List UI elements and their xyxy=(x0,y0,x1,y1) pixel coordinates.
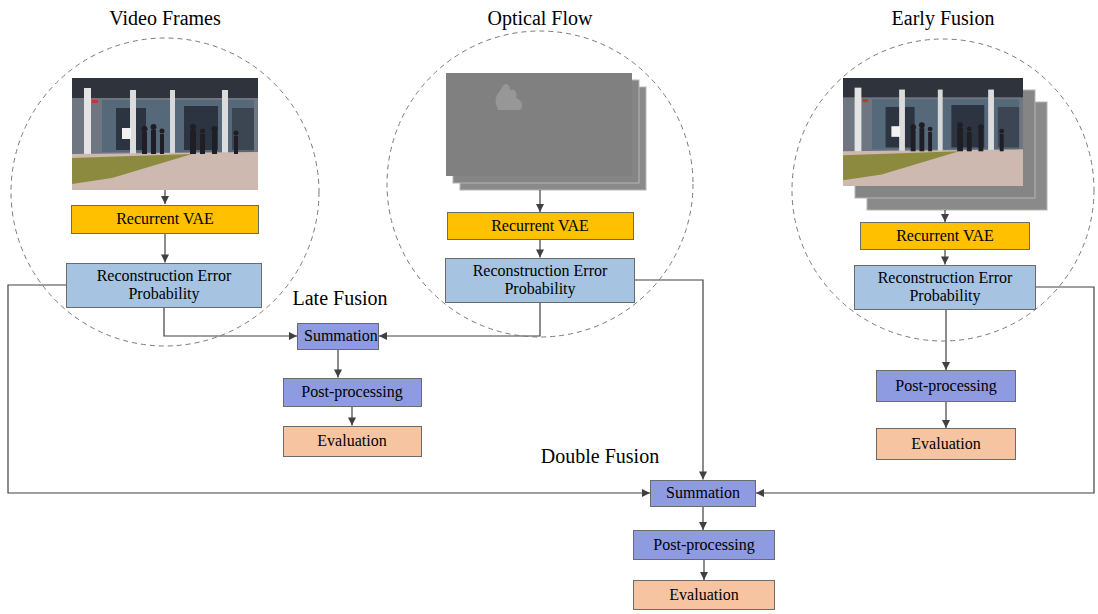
process-box: Post-processing xyxy=(633,530,775,560)
arrow-connector xyxy=(351,407,352,426)
box-label: Post-processing xyxy=(653,536,754,554)
group-heading: Optical Flow xyxy=(386,7,694,30)
process-box: Evaluation xyxy=(633,580,775,610)
process-box: Evaluation xyxy=(876,428,1016,460)
arrow-connector xyxy=(539,240,540,258)
box-label: Summation xyxy=(304,327,372,345)
input-group-circle: Optical FlowRecurrent VAEReconstruction … xyxy=(386,30,694,338)
dashed-circle-outline xyxy=(792,39,1094,341)
box-label: Evaluation xyxy=(317,432,386,450)
process-box: Summation xyxy=(297,323,379,350)
image-arrow xyxy=(164,190,165,204)
arrow-connector xyxy=(945,310,946,371)
group-heading: Early Fusion xyxy=(791,7,1095,30)
early-fusion-image xyxy=(843,78,1047,210)
dashed-circle-outline xyxy=(387,31,693,337)
box-label: Reconstruction Error Probability xyxy=(861,269,1029,306)
arrow-connector xyxy=(945,402,946,428)
optical-flow-image xyxy=(446,73,646,190)
arrow-connector xyxy=(702,507,703,531)
fusion-label: Double Fusion xyxy=(541,445,659,468)
box-label: Recurrent VAE xyxy=(896,227,994,245)
box-label: Reconstruction Error Probability xyxy=(452,262,628,299)
box-label: Evaluation xyxy=(669,586,738,604)
process-box: Recurrent VAE xyxy=(860,222,1030,250)
box-label: Recurrent VAE xyxy=(116,210,214,228)
process-box: Recurrent VAE xyxy=(447,212,634,240)
video-frame-image xyxy=(72,78,258,190)
fusion-label: Late Fusion xyxy=(293,287,388,310)
dashed-circle-outline xyxy=(11,38,319,346)
image-arrow xyxy=(539,190,540,212)
box-label: Post-processing xyxy=(895,377,996,395)
flow-layer xyxy=(446,73,632,176)
input-group-circle: Early FusionRecurrent VAEReconstruction … xyxy=(791,38,1095,342)
flow-blob xyxy=(496,84,522,110)
box-label: Summation xyxy=(666,484,740,502)
arrow-connector xyxy=(164,234,165,263)
image-arrow xyxy=(944,210,945,222)
box-label: Reconstruction Error Probability xyxy=(73,267,255,304)
fusion-photo xyxy=(843,78,1023,186)
arrow-connector xyxy=(703,560,704,580)
process-box: Summation xyxy=(650,480,756,507)
arrow-connector xyxy=(756,287,1094,493)
process-box: Post-processing xyxy=(876,370,1016,402)
arrow-connector xyxy=(337,350,338,378)
process-box: Reconstruction Error Probability xyxy=(445,258,635,303)
process-box: Recurrent VAE xyxy=(71,205,259,234)
box-label: Post-processing xyxy=(301,383,402,401)
process-box: Reconstruction Error Probability xyxy=(854,265,1036,310)
process-box: Post-processing xyxy=(283,378,422,407)
process-box: Evaluation xyxy=(283,426,422,457)
process-box: Reconstruction Error Probability xyxy=(66,263,262,308)
input-group-circle: Video FramesRecurrent VAEReconstruction … xyxy=(10,37,320,347)
group-heading: Video Frames xyxy=(10,7,320,30)
box-label: Evaluation xyxy=(911,435,980,453)
arrow-connector xyxy=(944,250,945,265)
box-label: Recurrent VAE xyxy=(491,217,589,235)
arrow-connector xyxy=(379,303,540,337)
